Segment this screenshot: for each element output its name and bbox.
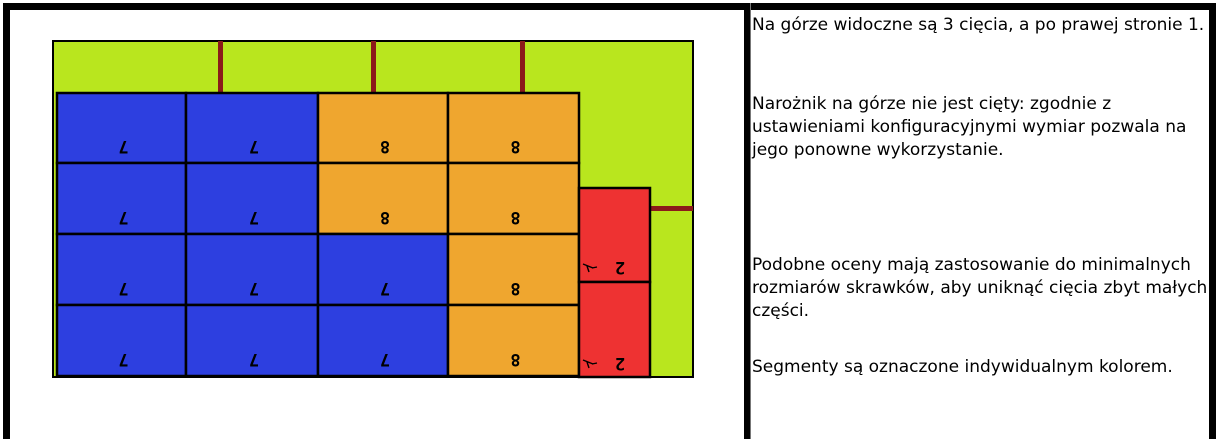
piece-label-2-4: 8 xyxy=(510,207,520,227)
piece-label-4-1: 7 xyxy=(118,349,128,369)
frame-border-top xyxy=(3,3,1216,10)
piece-3-4 xyxy=(446,232,581,307)
piece-4-1 xyxy=(55,303,188,378)
piece-2-1 xyxy=(55,161,188,236)
piece-label-4-3: 7 xyxy=(380,349,390,369)
side-piece-2 xyxy=(577,280,652,379)
piece-2-3 xyxy=(316,161,450,236)
frame-divider-shadow xyxy=(750,3,751,439)
piece-label-1-4: 8 xyxy=(510,136,520,156)
piece-label-4-4: 8 xyxy=(510,349,520,369)
description-paragraph-4: Segmenty są oznaczone indywidualnym kolo… xyxy=(752,357,1173,377)
piece-label-3-2: 7 xyxy=(249,278,259,298)
piece-label-3-4: 8 xyxy=(510,278,520,298)
description-paragraph-1: Na górze widoczne są 3 cięcia, a po praw… xyxy=(752,15,1205,35)
piece-label-2-2: 7 xyxy=(249,207,259,227)
piece-label-1-1: 7 xyxy=(118,136,128,156)
piece-4-2 xyxy=(184,303,320,378)
side-piece-label-2: 2 xyxy=(615,353,625,373)
cutting-diagram-svg: 7 7 8 8 7 7 8 8 7 7 7 8 7 7 7 8 2 2 xyxy=(52,40,694,379)
frame-divider xyxy=(744,3,750,439)
piece-label-3-3: 7 xyxy=(380,278,390,298)
piece-label-1-2: 7 xyxy=(249,136,259,156)
piece-label-4-2: 7 xyxy=(249,349,259,369)
top-cut-line-3 xyxy=(520,41,525,93)
top-cut-line-1 xyxy=(218,41,223,93)
side-piece-label-1: 2 xyxy=(615,257,625,277)
grain-icon-2 xyxy=(582,359,598,369)
piece-label-3-1: 7 xyxy=(118,278,128,298)
piece-2-4 xyxy=(446,161,581,236)
frame-border-left xyxy=(3,3,10,439)
piece-2-2 xyxy=(184,161,320,236)
side-piece-1 xyxy=(577,186,652,284)
grain-icon-1 xyxy=(582,263,598,273)
piece-label-1-3: 8 xyxy=(380,136,390,156)
frame-border-right xyxy=(1209,3,1216,439)
description-paragraph-2: Narożnik na górze nie jest cięty: zgodni… xyxy=(752,94,1187,160)
piece-label-2-3: 8 xyxy=(380,207,390,227)
piece-label-2-1: 7 xyxy=(118,207,128,227)
top-cut-line-2 xyxy=(371,41,376,93)
cutting-diagram: 7 7 8 8 7 7 8 8 7 7 7 8 7 7 7 8 2 2 xyxy=(52,40,694,379)
right-cut-line xyxy=(650,206,693,211)
description-paragraph-3: Podobne oceny mają zastosowanie do minim… xyxy=(752,255,1208,321)
piece-3-2 xyxy=(184,232,320,307)
